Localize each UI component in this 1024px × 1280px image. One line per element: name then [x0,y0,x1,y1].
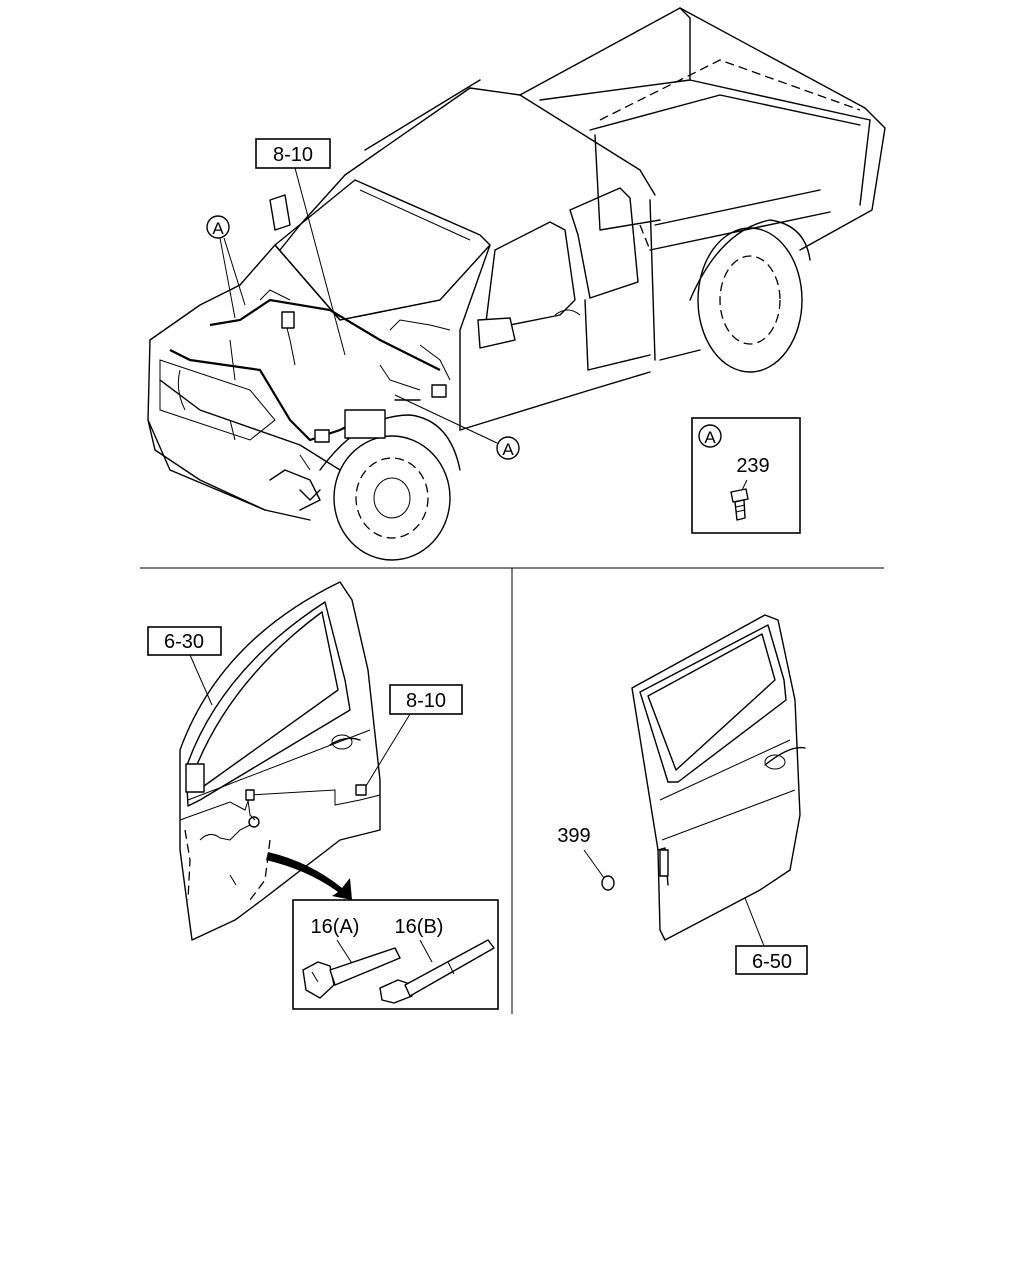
harness-ref-top-text: 8-10 [273,144,313,166]
callout-a-lower: A [394,394,520,460]
harness-ref-label-top: 8-10 [255,138,346,356]
plug-399-callout: 399 [557,825,615,891]
part-239-text: 239 [736,455,769,477]
svg-text:A: A [704,428,716,447]
clip-b-icon [379,939,495,1004]
front-door-ref-label: 6-30 [147,626,222,706]
rear-door-illustration [631,614,806,941]
svg-text:6-30: 6-30 [164,631,204,653]
clip-detail-box: 16(A) 16(B) [292,899,499,1010]
bolt-icon [730,488,749,521]
front-door-harness-ref-label: 8-10 [365,684,463,787]
engine-harness [169,289,451,501]
svg-text:A: A [212,219,224,238]
part-399-text: 399 [557,825,590,847]
svg-text:8-10: 8-10 [406,690,446,712]
clip-a-icon [302,947,401,999]
truck-illustration [147,7,886,561]
clip-b-text: 16(B) [395,916,444,938]
callout-a-upper: A [206,215,246,319]
svg-text:A: A [502,440,514,459]
svg-text:6-50: 6-50 [752,951,792,973]
rear-door-ref-label: 6-50 [735,897,808,975]
front-door-illustration [179,581,381,941]
clip-a-text: 16(A) [311,916,360,938]
detail-a-box: A 239 [691,417,801,534]
plug-icon [601,875,615,891]
